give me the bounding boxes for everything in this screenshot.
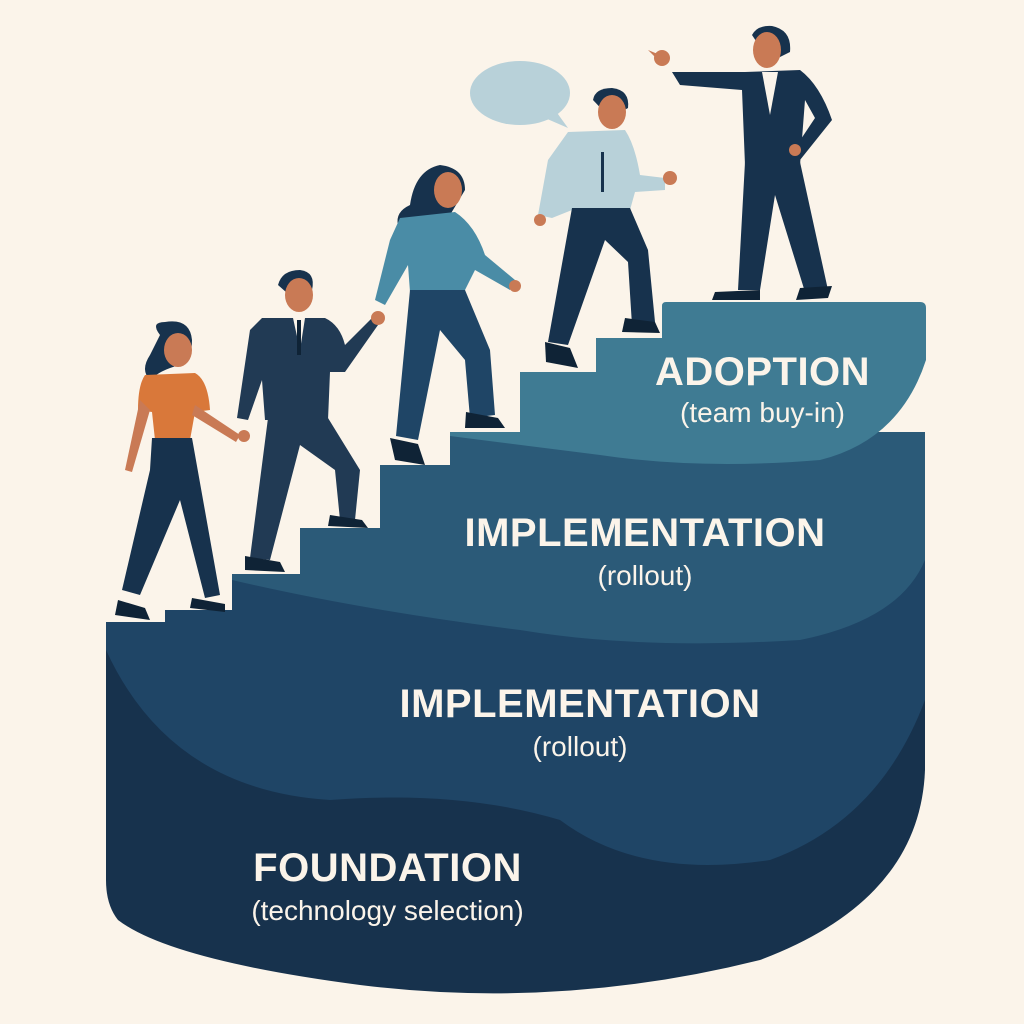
stage-title-adoption: ADOPTION [654,350,871,394]
stage-implementation-lower-shape [106,622,925,865]
speech-bubble-icon [470,61,570,128]
figure-woman-orange [115,321,240,620]
stage-title-implementation-lower: IMPLEMENTATION [399,682,761,726]
stage-subtitle-adoption: (team buy-in) [680,397,845,428]
stage-label-foundation: FOUNDATION (technology selection) [205,848,570,928]
stage-subtitle-foundation: (technology selection) [251,895,524,926]
figure-man-suit [237,270,385,572]
stage-adoption-shape [450,302,926,464]
stage-title-foundation: FOUNDATION [253,846,522,890]
stage-subtitle-implementation-upper: (rollout) [597,560,693,591]
figure-man-light-shirt [534,88,677,368]
stage-label-adoption: ADOPTION (team buy-in) [630,352,895,430]
figure-woman-teal [375,165,521,465]
stage-implementation-upper-shape [232,432,925,644]
stage-label-implementation-upper: IMPLEMENTATION (rollout) [440,513,850,593]
figure-leader-pointing [648,25,832,300]
stage-label-implementation-lower: IMPLEMENTATION (rollout) [375,684,785,764]
stage-subtitle-implementation-lower: (rollout) [532,731,628,762]
stage-title-implementation-upper: IMPLEMENTATION [464,511,826,555]
